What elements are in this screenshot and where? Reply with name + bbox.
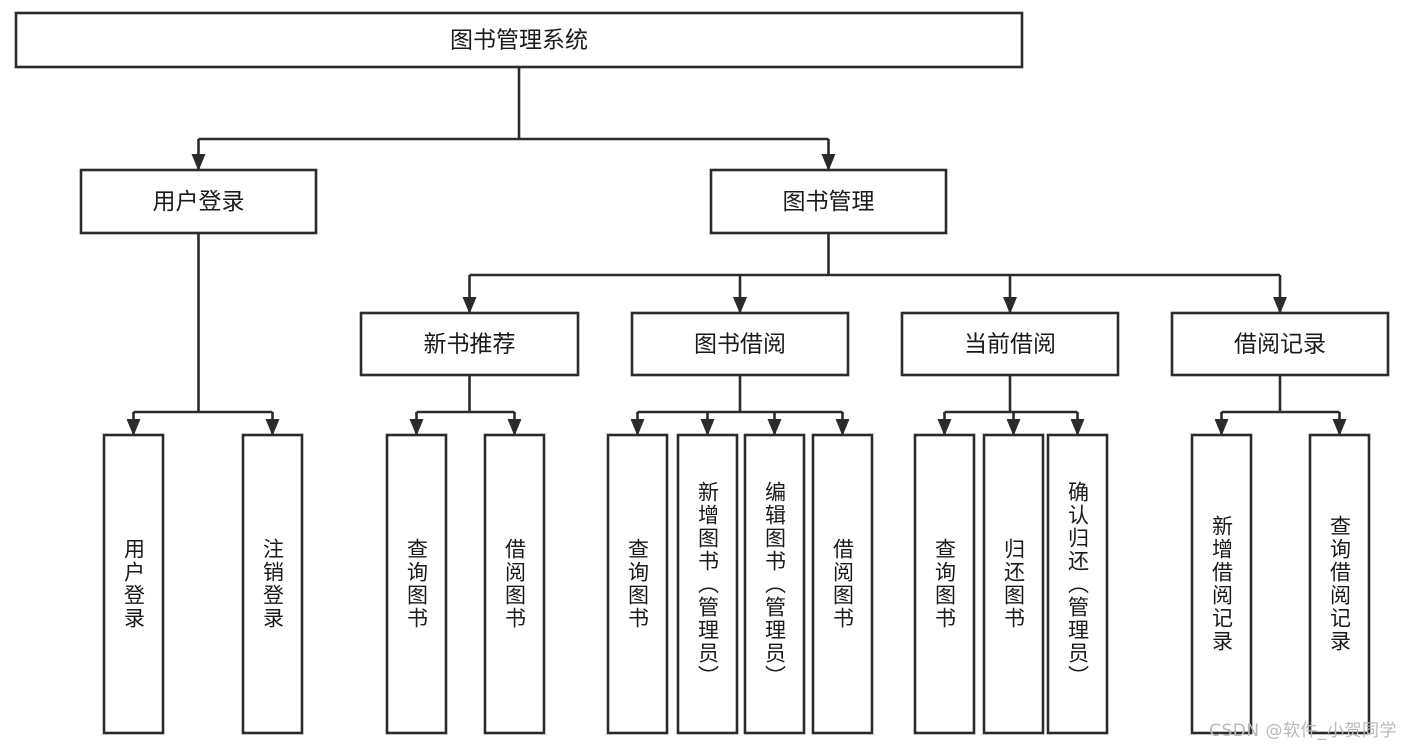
node-root-root[interactable] [14,11,1024,69]
node-label: 图书管理系统 [450,28,588,54]
arrow-head-icon [409,419,424,436]
arrow-head-icon [126,419,141,436]
node-leaf-query-book-3[interactable] [913,433,976,735]
node-leaf-query-record[interactable] [1308,433,1371,735]
node-label: 新书推荐 [424,332,516,358]
arrow-head-icon [937,419,952,436]
arrow-head-icon [835,419,850,436]
node-borrow-record[interactable] [1170,311,1390,377]
node-leaf-logout[interactable] [241,433,304,735]
watermark-text: CSDN @软件_小贺同学 [1209,721,1397,741]
arrow-head-icon [700,419,715,436]
arrow-head-icon [1332,419,1347,436]
arrow-head-icon [507,419,522,436]
connector-layer [126,67,1347,436]
node-leaf-user-login[interactable] [102,433,165,735]
node-leaf-query-book-2[interactable] [606,433,669,735]
arrow-head-icon [191,154,206,171]
arrow-head-icon [1214,419,1229,436]
node-label: 用户登录 [153,189,245,215]
node-label: 借阅记录 [1234,332,1326,358]
node-label: 图书借阅 [694,332,786,358]
arrow-head-icon [1003,297,1017,314]
node-leaf-confirm-return[interactable] [1046,433,1109,735]
node-leaf-edit-book[interactable] [743,433,806,735]
node-new-book-recommend[interactable] [359,311,580,377]
arrow-head-icon [1273,297,1287,314]
node-leaf-add-book[interactable] [676,433,739,735]
node-book-borrow[interactable] [630,311,850,377]
arrow-head-icon [733,297,747,314]
arrow-head-icon [1006,419,1021,436]
node-leaf-query-book-1[interactable] [385,433,448,735]
arrow-head-icon [630,419,645,436]
arrow-head-icon [821,154,836,171]
arrow-head-icon [1070,419,1085,436]
node-leaf-borrow-book-2[interactable] [811,433,874,735]
node-book-manage[interactable] [709,168,948,235]
node-current-borrow[interactable] [900,311,1120,377]
node-label: 图书管理 [783,189,875,215]
node-leaf-add-record[interactable] [1190,433,1253,735]
arrow-head-icon [767,419,782,436]
arrow-head-icon [265,419,280,436]
arrow-head-icon [462,297,477,314]
node-user-login[interactable] [79,168,318,235]
node-leaf-borrow-book-1[interactable] [483,433,546,735]
node-leaf-return-book[interactable] [982,433,1045,735]
node-label: 当前借阅 [964,332,1056,358]
